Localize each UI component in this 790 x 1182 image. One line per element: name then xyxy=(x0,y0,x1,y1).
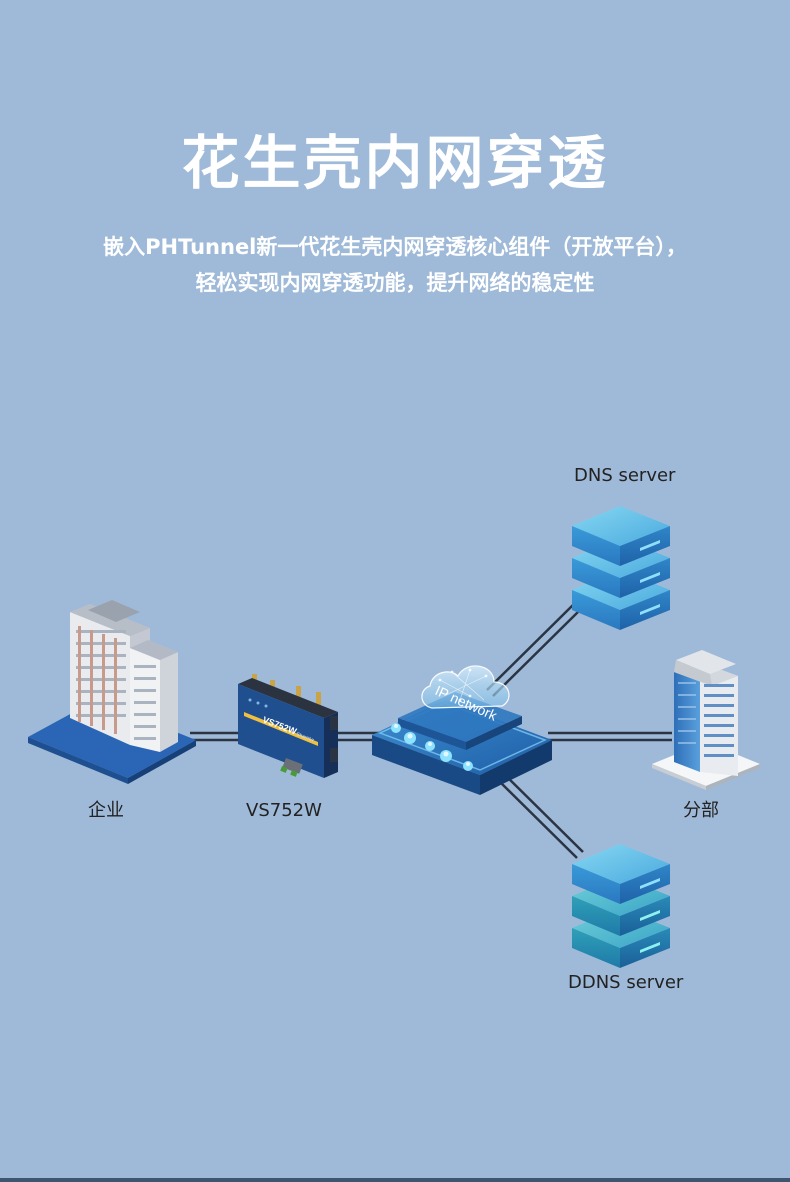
link-hub-ddns xyxy=(494,770,584,859)
subtitle-line-2: 轻松实现内网穿透功能，提升网络的稳定性 xyxy=(195,271,595,295)
network-links xyxy=(190,602,672,859)
page-title: 花生壳内网穿透 xyxy=(181,129,609,197)
subtitle-line-1: 嵌入PHTunnel新一代花生壳内网穿透核心组件（开放平台）， xyxy=(103,235,687,259)
ddns-server-icon xyxy=(572,844,670,968)
ip-network-hub-icon: IP network xyxy=(372,665,552,795)
cloud-icon: IP network xyxy=(421,665,510,724)
bottom-divider xyxy=(0,1178,790,1182)
dns-server-icon xyxy=(572,506,670,630)
branch-label: 分部 xyxy=(683,800,719,821)
ddns-server-label: DDNS server xyxy=(568,972,684,993)
link-enterprise-router xyxy=(190,731,242,742)
router-label: VS752W xyxy=(246,800,322,821)
link-hub-branch xyxy=(548,731,672,742)
router-icon: VS752W Sharetw xyxy=(238,674,338,778)
enterprise-label: 企业 xyxy=(88,800,124,821)
enterprise-building-icon xyxy=(28,600,196,784)
dns-server-label: DNS server xyxy=(574,465,676,486)
office-tower-icon xyxy=(652,650,760,790)
link-hub-dns xyxy=(486,602,582,697)
